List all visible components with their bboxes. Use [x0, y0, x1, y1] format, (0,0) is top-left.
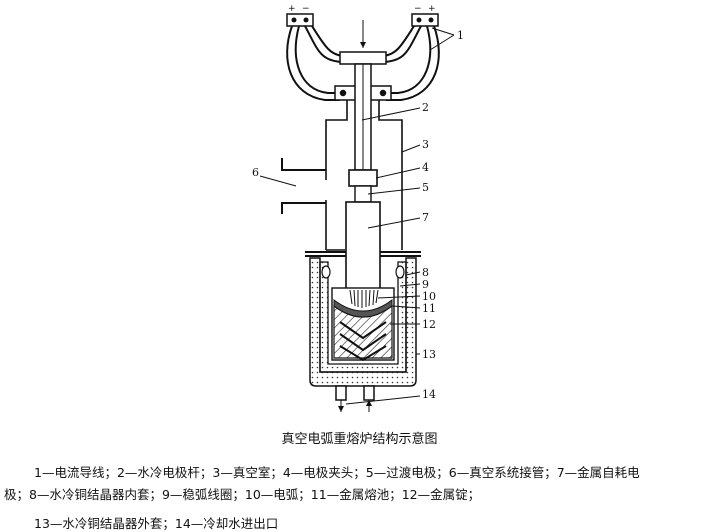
- ingot-chevrons: [339, 321, 387, 362]
- polarity-left-minus: −: [302, 4, 310, 14]
- legend-line-2: 极；8—水冷铜结晶器内套；9—稳弧线圈；10—电弧；11—金属熔池；12—金属锭…: [4, 487, 481, 502]
- legend-line-1: 1—电流导线；2—水冷电极杆；3—真空室；4—电极夹头；5—过渡电极；6—真空系…: [34, 465, 640, 480]
- polarity-right-minus: −: [414, 4, 422, 14]
- consumable-electrode: [345, 201, 381, 291]
- callout-7: 7: [422, 211, 429, 224]
- polarity-right-plus: +: [428, 4, 436, 14]
- callout-8: 8: [422, 266, 429, 279]
- callout-2: 2: [422, 101, 429, 114]
- stabilizing-coil: [321, 265, 405, 279]
- callout-11: 11: [422, 302, 436, 315]
- vacuum-chamber: [325, 100, 403, 251]
- callout-5: 5: [422, 181, 429, 194]
- inner-sleeve: [319, 261, 407, 373]
- terminal-left: + −: [286, 4, 314, 27]
- callout-12: 12: [422, 318, 436, 331]
- figure-caption: 真空电弧重熔炉结构示意图: [281, 432, 438, 447]
- polarity-left-plus: +: [288, 4, 296, 14]
- vacuum-pipe: [281, 158, 326, 214]
- callout-3: 3: [422, 138, 429, 151]
- electrode-rod: [354, 63, 372, 171]
- electrode-clamp: [348, 169, 378, 187]
- callout-10: 10: [422, 290, 436, 303]
- legend-line-3: 13—水冷铜结晶器外套；14—冷却水进出口: [34, 516, 279, 531]
- furnace-diagram: + − − +: [252, 4, 464, 412]
- terminal-right: − +: [411, 4, 439, 27]
- callout-9: 9: [422, 278, 429, 291]
- outer-jacket: [309, 257, 417, 387]
- callout-1: 1: [457, 29, 464, 42]
- cooling-water-ports: [335, 385, 375, 412]
- leader-lines: [259, 27, 455, 405]
- callout-13: 13: [422, 348, 436, 361]
- callout-4: 4: [422, 161, 429, 174]
- callout-14: 14: [422, 388, 436, 401]
- crucible-flange: [305, 251, 421, 257]
- current-leads: [286, 25, 440, 101]
- electric-arc: [349, 289, 379, 308]
- callout-6: 6: [252, 166, 259, 179]
